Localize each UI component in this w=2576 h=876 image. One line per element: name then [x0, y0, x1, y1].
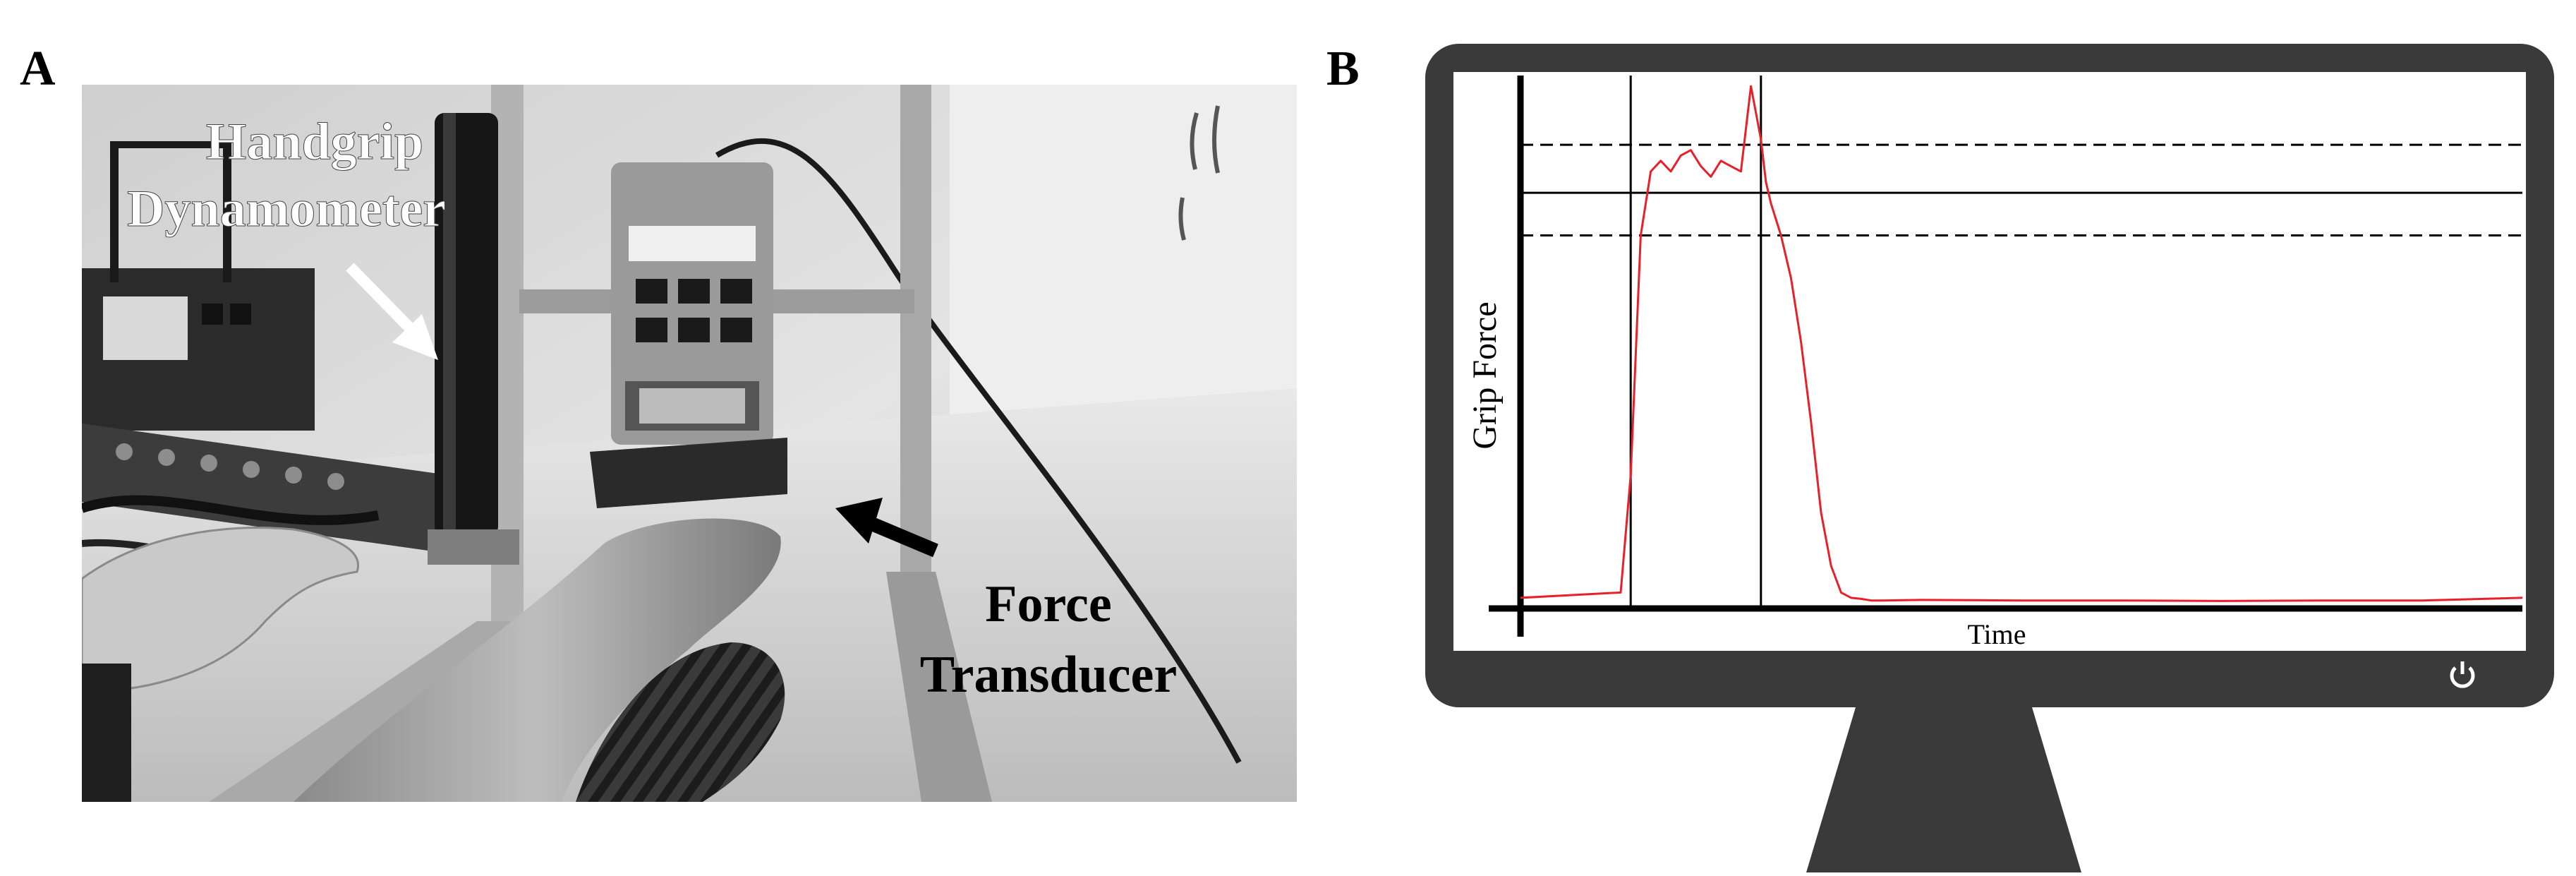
power-icon[interactable]	[2450, 661, 2475, 688]
panel-b-letter: B	[1326, 42, 1360, 96]
dynamometer-label-line1: Handgrip	[206, 113, 423, 171]
transducer-label-line2: Transducer	[920, 646, 1178, 704]
panel-a-letter: A	[20, 42, 56, 96]
dynamometer-arrow	[346, 263, 438, 360]
monitor-stand	[1806, 707, 2081, 872]
monitor-illustration: Grip Force Time	[1425, 44, 2554, 872]
left-hand	[82, 527, 359, 693]
y-axis-label: Grip Force	[1466, 301, 1504, 449]
transducer-plate	[590, 438, 787, 508]
experimental-setup-photo: Handgrip Dynamometer Force Transducer	[82, 85, 1297, 802]
monitor-screen	[1453, 72, 2526, 651]
grip-force-plot	[1489, 76, 2523, 637]
frame-post-right	[900, 85, 931, 572]
monitor: Grip Force Time	[1425, 44, 2554, 872]
setup-illustration: Handgrip Dynamometer Force Transducer	[82, 85, 1297, 802]
grip-force-trace-1	[1520, 85, 2523, 602]
transducer-arrow	[835, 498, 938, 558]
striped-sleeve	[576, 642, 785, 802]
x-axis-label: Time	[1967, 618, 2026, 650]
transducer-label-line1: Force	[985, 575, 1111, 633]
dynamometer-label-line2: Dynamometer	[127, 180, 446, 238]
right-forearm	[294, 518, 781, 802]
whiteboard	[950, 85, 1297, 452]
